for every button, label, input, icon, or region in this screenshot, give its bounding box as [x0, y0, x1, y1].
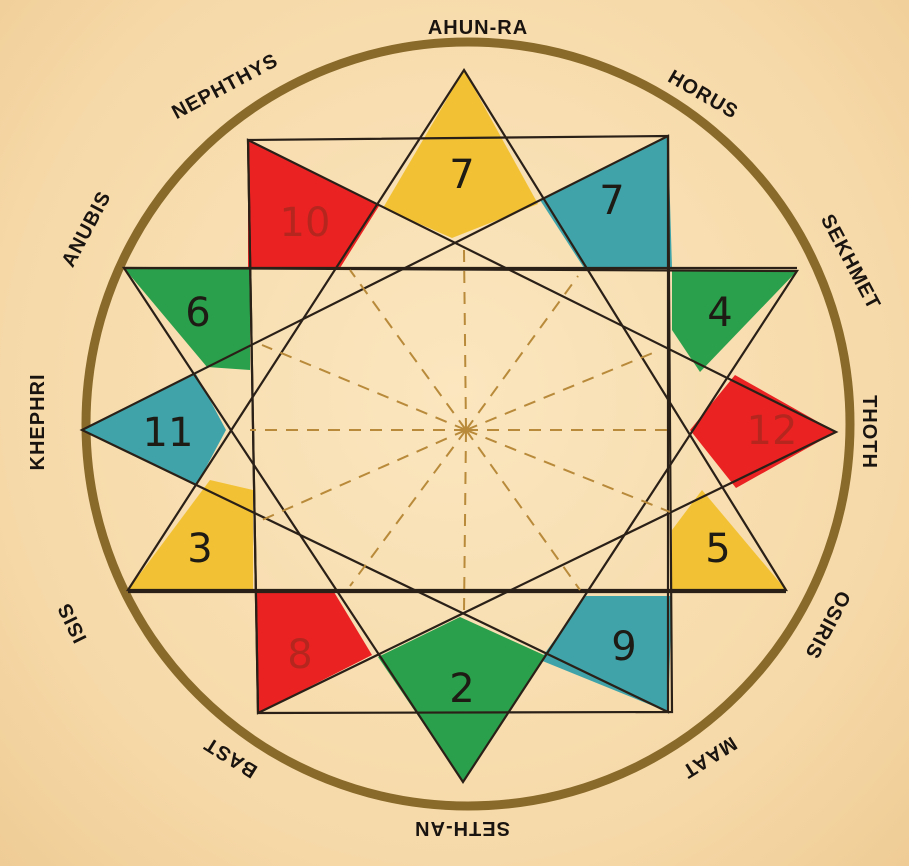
label-horus: HORUS — [664, 66, 742, 124]
number-khephri: 11 — [143, 410, 194, 456]
ray — [464, 430, 466, 612]
ray — [350, 270, 466, 430]
number-anubis: 6 — [185, 290, 210, 336]
triangle-maat — [540, 596, 672, 712]
number-isis: 3 — [187, 526, 212, 572]
number-osiris: 5 — [705, 526, 730, 572]
label-khephri: KHEPHRI — [27, 373, 49, 470]
label-ahun-ra: AHUN-RA — [428, 17, 528, 39]
number-thoth: 12 — [747, 408, 798, 454]
number-maat: 9 — [611, 624, 636, 670]
number-top: 7 — [449, 152, 474, 198]
triangle-bast — [256, 592, 372, 713]
label-isis: ISIS — [54, 599, 92, 646]
number-nephthys: 10 — [280, 200, 331, 246]
ray — [466, 430, 580, 590]
ray — [350, 430, 466, 586]
label-anubis: ANUBIS — [58, 188, 116, 271]
label-nephthys: NEPHTHYS — [168, 50, 282, 124]
label-seth-an: SETH-AN — [414, 817, 510, 839]
number-sekhmet: 4 — [707, 290, 732, 336]
ray — [262, 430, 466, 520]
label-thoth: THOTH — [858, 395, 880, 469]
number-bast: 8 — [287, 632, 312, 678]
number-sethan: 2 — [449, 666, 474, 712]
triangle-sekhmet — [672, 271, 797, 372]
ray — [466, 430, 670, 512]
ray — [466, 276, 578, 430]
ray — [464, 250, 466, 430]
number-horus: 7 — [599, 178, 624, 224]
